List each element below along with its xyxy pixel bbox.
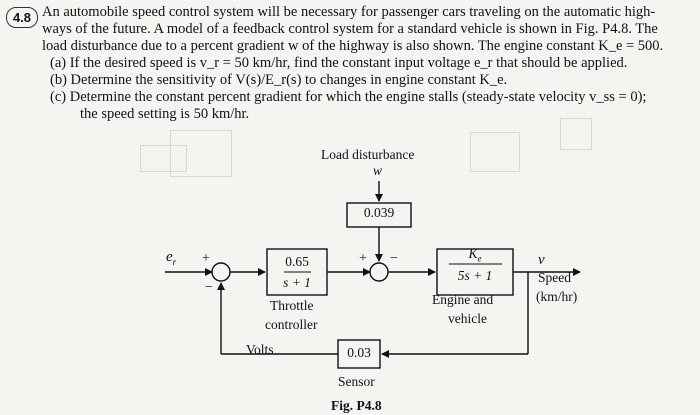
bleed-through-box (170, 130, 232, 177)
sensor-gain-value: 0.03 (347, 345, 371, 360)
sensor-label: Sensor (338, 374, 375, 389)
question-part-c: (c) Determine the constant percent gradi… (50, 89, 647, 105)
disturbance-w-label: w (373, 163, 383, 178)
left-junction-plus: + (202, 251, 210, 266)
throttle-numerator: 0.65 (285, 254, 309, 269)
disturbance-gain-value: 0.039 (363, 205, 395, 220)
throttle-label: Throttle (270, 298, 314, 313)
summing-junction-right (369, 262, 389, 282)
throttle-denominator: s + 1 (283, 275, 311, 290)
bleed-through-box (560, 118, 592, 150)
vehicle-label: vehicle (448, 311, 487, 326)
engine-denominator: 5s + 1 (457, 268, 493, 283)
figure-caption: Fig. P4.8 (331, 398, 382, 413)
volts-label: Volts (246, 342, 274, 357)
question-number: 4.8 (6, 7, 38, 28)
left-junction-minus: − (205, 280, 213, 295)
engine-numerator: Ke (468, 246, 482, 264)
right-junction-plus: + (359, 251, 367, 266)
question-line-3: load disturbance due to a percent gradie… (42, 38, 664, 54)
right-junction-minus: − (390, 251, 398, 266)
bleed-through-box (470, 132, 520, 172)
question-line-1: An automobile speed control system will … (42, 4, 656, 20)
question-line-2: ways of the future. A model of a feedbac… (42, 21, 658, 37)
speed-units-label: (km/hr) (536, 289, 578, 304)
load-disturbance-label: Load disturbance (321, 147, 415, 162)
question-part-a: (a) If the desired speed is v_r = 50 km/… (50, 55, 628, 71)
controller-label: controller (265, 317, 318, 332)
summing-junction-left (211, 262, 231, 282)
engine-label: Engine and (432, 292, 494, 307)
output-v-label: v (538, 252, 545, 268)
question-part-b: (b) Determine the sensitivity of V(s)/E_… (50, 72, 508, 88)
bleed-through-box (140, 145, 187, 172)
input-label: er (166, 249, 177, 267)
speed-label: Speed (538, 270, 571, 285)
question-part-c-continued: the speed setting is 50 km/hr. (80, 106, 250, 122)
